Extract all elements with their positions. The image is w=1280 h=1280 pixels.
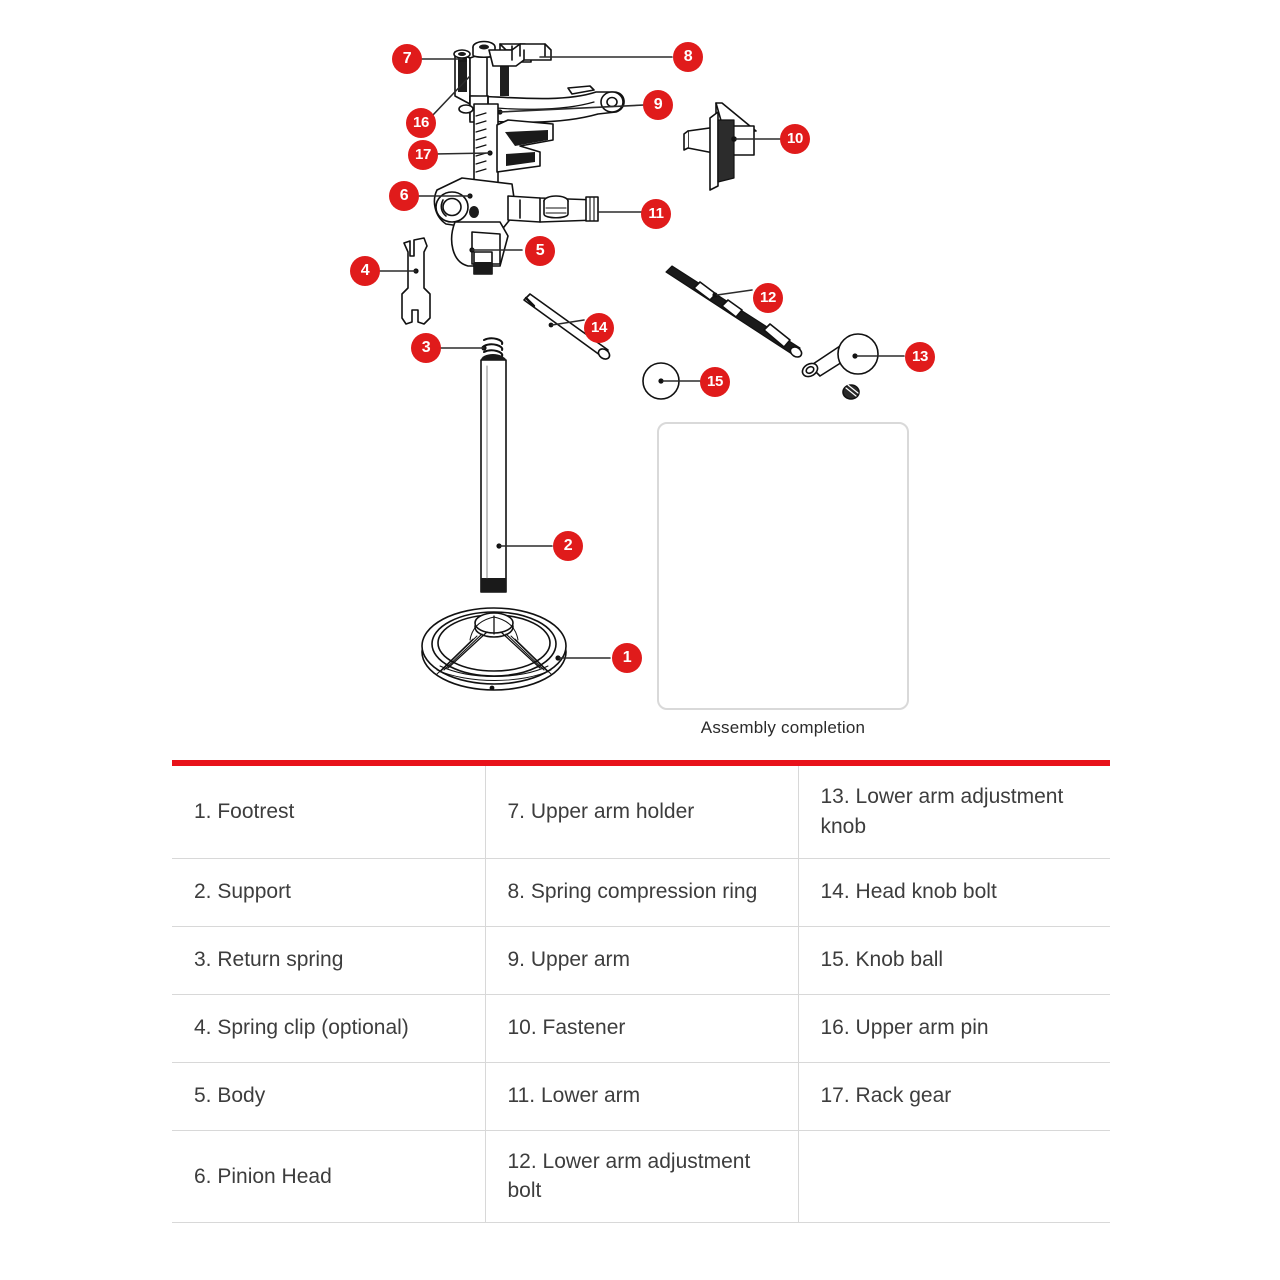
part-pinion-head [433, 177, 517, 233]
callout-badge-7: 7 [392, 44, 422, 74]
parts-cell: 2. Support [172, 858, 486, 927]
part-spring-compression-ring [488, 43, 552, 67]
parts-cell: 1. Footrest [172, 766, 486, 859]
parts-cell-empty [798, 1130, 1110, 1224]
callout-badge-8: 8 [673, 42, 703, 72]
callout-badge-10: 10 [780, 124, 810, 154]
part-spring-clip [401, 237, 431, 325]
parts-cell: 15. Knob ball [798, 926, 1110, 995]
parts-cell: 12. Lower arm adjustment bolt [485, 1130, 799, 1224]
callout-badge-3: 3 [411, 333, 441, 363]
parts-cell: 16. Upper arm pin [798, 994, 1110, 1063]
part-fastener [683, 102, 757, 191]
part-lower-arm-adjustment-knob [801, 333, 879, 400]
callout-badge-14: 14 [584, 313, 614, 343]
parts-cell: 7. Upper arm holder [485, 766, 799, 859]
parts-cell: 8. Spring compression ring [485, 858, 799, 927]
parts-cell: 5. Body [172, 1062, 486, 1131]
callout-badge-13: 13 [905, 342, 935, 372]
part-head-knob-bolt [523, 293, 611, 360]
parts-cell: 11. Lower arm [485, 1062, 799, 1131]
part-lower-arm-adjustment-bolt [665, 265, 803, 358]
callout-badge-12: 12 [753, 283, 783, 313]
part-lower-arm [507, 195, 599, 223]
parts-cell: 6. Pinion Head [172, 1130, 486, 1224]
part-rack-gear [473, 103, 499, 187]
callout-badge-16: 16 [406, 108, 436, 138]
exploded-diagram-artwork [375, 40, 905, 693]
part-support [480, 355, 507, 593]
parts-cell: 17. Rack gear [798, 1062, 1110, 1131]
callout-badge-2: 2 [553, 531, 583, 561]
part-lever-wedge [496, 119, 554, 173]
callout-badge-1: 1 [612, 643, 642, 673]
assembly-completion-caption: Assembly completion [700, 718, 866, 737]
callout-badge-6: 6 [389, 181, 419, 211]
callout-badge-11: 11 [641, 199, 671, 229]
callout-badge-15: 15 [700, 367, 730, 397]
callout-badge-9: 9 [643, 90, 673, 120]
section-divider-rule [172, 760, 1110, 766]
part-body [451, 221, 509, 275]
assembly-completion-inset [657, 422, 909, 710]
callout-badge-5: 5 [525, 236, 555, 266]
callout-badge-17: 17 [408, 140, 438, 170]
parts-cell: 4. Spring clip (optional) [172, 994, 486, 1063]
part-upper-arm-pin [458, 62, 509, 96]
parts-cell: 14. Head knob bolt [798, 858, 1110, 927]
leader-lines [375, 56, 905, 659]
callout-badge-4: 4 [350, 256, 380, 286]
parts-cell: 9. Upper arm [485, 926, 799, 995]
parts-cell: 10. Fastener [485, 994, 799, 1063]
part-footrest [421, 607, 567, 691]
parts-cell: 3. Return spring [172, 926, 486, 995]
parts-cell: 13. Lower arm adjustment knob [798, 766, 1110, 859]
